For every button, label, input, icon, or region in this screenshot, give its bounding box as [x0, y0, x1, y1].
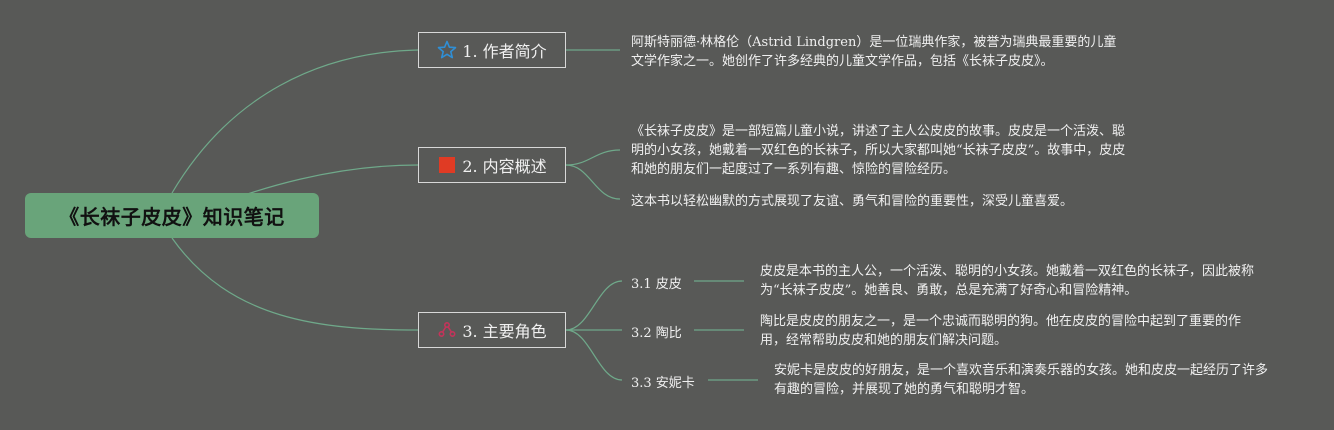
topic-label: 3. 主要角色 [462, 322, 547, 341]
connector-summary-to-detail-1 [565, 149, 621, 166]
character-tobi-label[interactable]: 3.2 陶比 [631, 326, 682, 341]
connector-characters-to-annika [565, 329, 623, 381]
root-title: 《长袜子皮皮》知识笔记 [59, 205, 285, 229]
character-tobi-detail: 陶比是皮皮的朋友之一，是一个忠诚而聪明的狗。他在皮皮的冒险中起到了重要的作用，经… [760, 314, 1242, 348]
connector-characters-to-pippi [565, 280, 623, 331]
red-flag-icon [437, 155, 457, 175]
topic-author-intro[interactable]: 1. 作者简介 [418, 32, 566, 68]
author-detail-text: 阿斯特丽德·林格伦（Astrid Lindgren）是一位瑞典作家，被誉为瑞典最… [631, 35, 1117, 69]
summary-detail-text-2: 这本书以轻松幽默的方式展现了友谊、勇气和冒险的重要性，深受儿童喜爱。 [631, 194, 1074, 209]
star-icon [437, 40, 457, 60]
character-annika-label[interactable]: 3.3 安妮卡 [631, 376, 695, 391]
topic-main-characters[interactable]: 3. 主要角色 [418, 312, 566, 348]
connector-root-to-author [171, 49, 419, 194]
character-pippi-label[interactable]: 3.1 皮皮 [631, 277, 682, 292]
root-topic[interactable]: 《长袜子皮皮》知识笔记 [25, 193, 319, 238]
topic-label: 1. 作者简介 [462, 42, 547, 61]
summary-detail-text-1: 《长袜子皮皮》是一部短篇儿童小说，讲述了主人公皮皮的故事。皮皮是一个活泼、聪明的… [631, 124, 1126, 177]
topic-content-summary[interactable]: 2. 内容概述 [418, 147, 566, 183]
character-pippi-detail: 皮皮是本书的主人公，一个活泼、聪明的小女孩。她戴着一双红色的长袜子，因此被称为“… [760, 264, 1255, 298]
connector-summary-to-detail-2 [565, 164, 621, 200]
character-annika-detail: 安妮卡是皮皮的好朋友，是一个喜欢音乐和演奏乐器的女孩。她和皮皮一起经历了许多有趣… [774, 363, 1269, 397]
topic-label: 2. 内容概述 [462, 157, 547, 176]
connector-root-to-characters [171, 237, 419, 331]
characters-icon [437, 320, 457, 340]
